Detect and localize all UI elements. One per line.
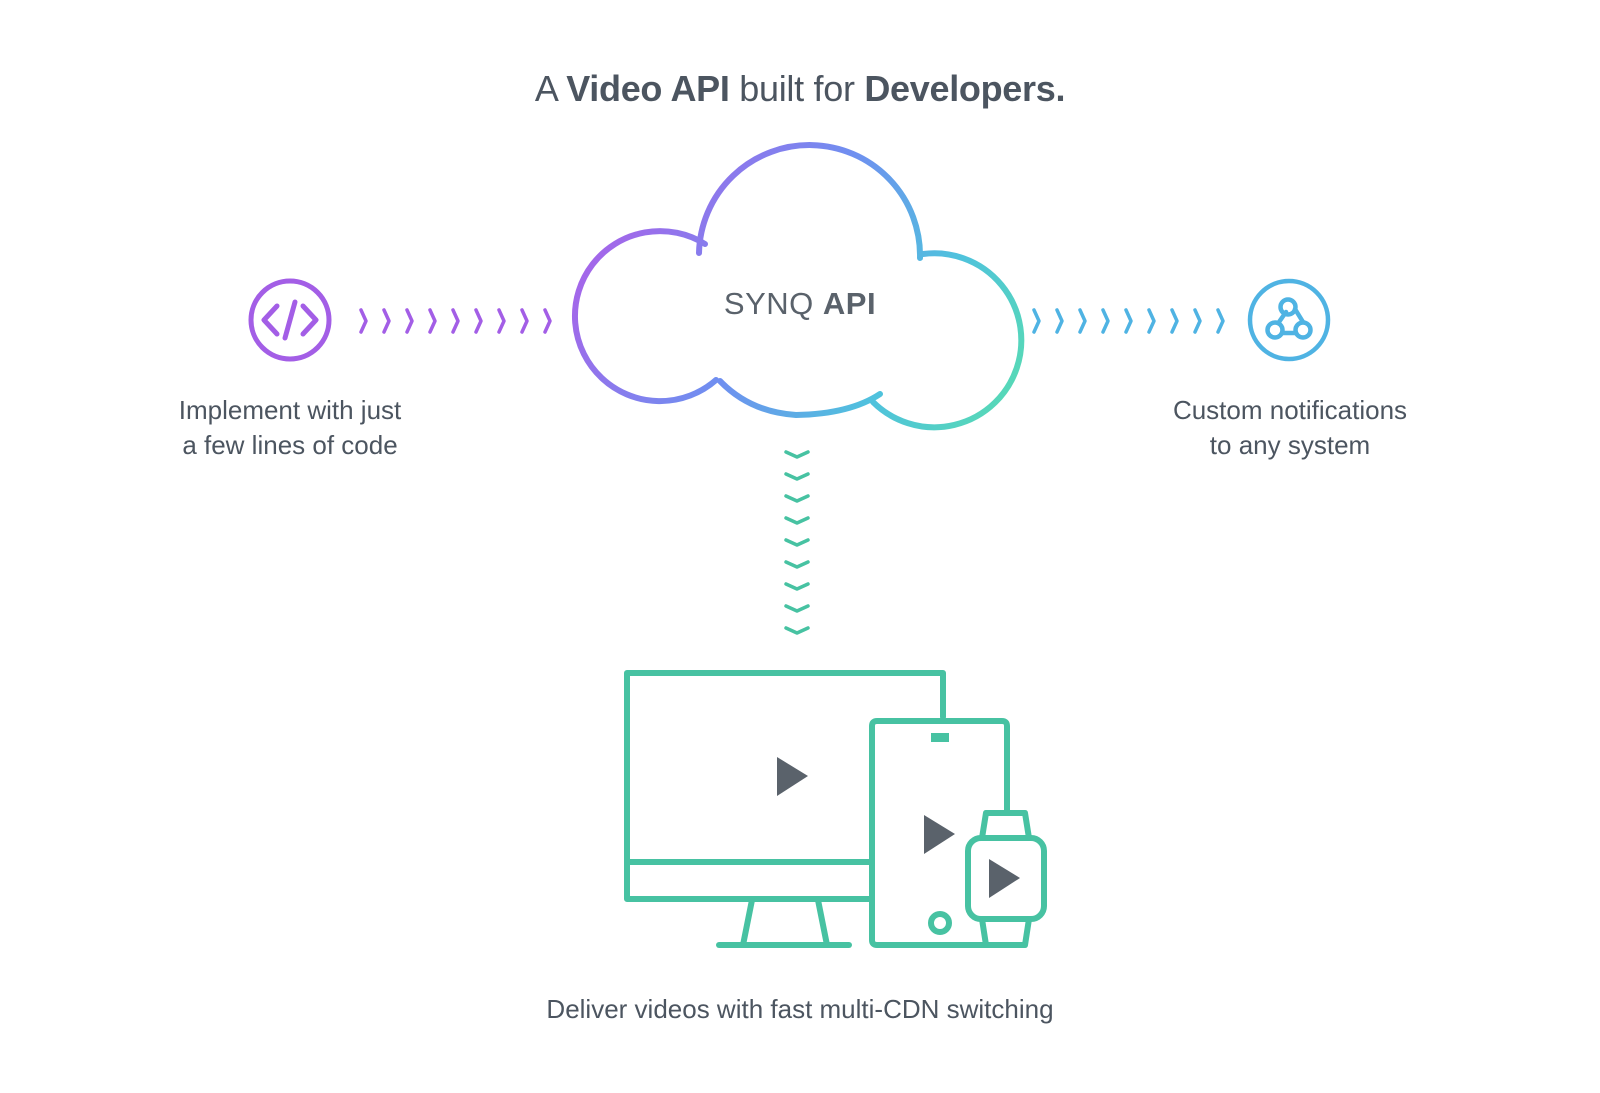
watch-icon (965, 810, 1047, 948)
right-caption-line1: Custom notifications (1172, 395, 1408, 425)
code-icon (248, 278, 332, 362)
right-caption: Custom notifications to any system (1140, 393, 1440, 463)
bottom-caption: Deliver videos with fast multi-CDN switc… (400, 992, 1200, 1027)
tablet-camera (931, 733, 949, 742)
monitor-icon (624, 670, 946, 948)
headline-bold-video-api: Video API (566, 68, 730, 109)
cloud-label: SYNQ API (640, 286, 960, 322)
cloud-label-bold: API (822, 286, 877, 321)
right-caption-line2: to any system (1209, 430, 1371, 460)
devices-icon (624, 670, 1047, 948)
tablet-play-icon (924, 815, 955, 854)
headline-middle: built for (729, 68, 865, 109)
right-chevrons (1032, 308, 1225, 334)
bottom-caption-text: Deliver videos with fast multi-CDN switc… (546, 994, 1054, 1024)
cloud-label-regular: SYNQ (723, 286, 823, 321)
down-chevrons (784, 450, 810, 635)
left-caption: Implement with just a few lines of code (140, 393, 440, 463)
left-caption-line2: a few lines of code (182, 430, 398, 460)
watch-play-icon (989, 859, 1020, 898)
left-caption-line1: Implement with just (178, 395, 402, 425)
headline-prefix: A (534, 68, 567, 109)
headline-bold-developers: Developers. (864, 68, 1066, 109)
monitor-play-icon (777, 757, 808, 796)
tablet-icon (869, 718, 1010, 948)
cloud-icon (572, 142, 1025, 431)
left-chevrons (359, 308, 552, 334)
headline: A Video API built for Developers. (0, 68, 1600, 110)
webhook-icon (1247, 278, 1331, 362)
